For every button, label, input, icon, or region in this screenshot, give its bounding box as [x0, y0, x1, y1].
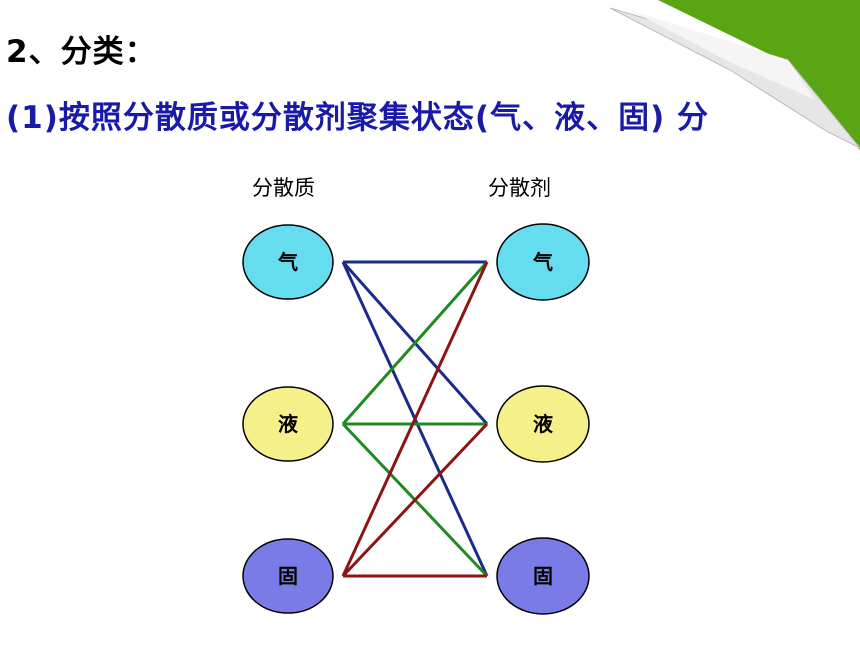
state-nodes: 气 气液 液固 固	[242, 223, 590, 615]
page-curl-shadow	[630, 10, 815, 100]
left-node-gas-ellipse	[242, 224, 334, 300]
right-node-liquid: 液	[496, 385, 590, 463]
page-curl-green	[658, 0, 860, 150]
connection-lines	[341, 260, 489, 578]
right-node-liquid-ellipse	[496, 385, 590, 463]
left-node-solid: 固	[242, 538, 334, 614]
right-node-gas-label: 气	[532, 250, 553, 274]
left-node-liquid-label: 液	[278, 412, 299, 436]
left-node-gas-label: 气	[277, 250, 298, 274]
page-curl-decoration	[610, 0, 860, 150]
right-node-gas-ellipse	[496, 223, 590, 301]
right-node-solid-label: 固	[533, 564, 553, 588]
connection-liquid-to-gas	[341, 261, 489, 425]
right-node-gas: 气	[496, 223, 590, 301]
right-node-liquid-label: 液	[533, 412, 554, 436]
left-node-liquid: 液	[242, 386, 334, 462]
dispersion-medium-label: 分散剂	[488, 176, 551, 200]
dispersed-phase-label: 分散质	[252, 176, 315, 200]
slide-title: 2、分类：	[6, 34, 157, 70]
right-node-solid: 固	[496, 537, 590, 615]
connection-solid-to-liquid	[341, 422, 489, 578]
left-node-gas: 气	[242, 224, 334, 300]
left-node-solid-ellipse	[242, 538, 334, 614]
connection-solid-to-gas	[341, 261, 489, 577]
slide-subtitle: (1)按照分散质或分散剂聚集状态(气、液、固) 分	[6, 100, 710, 136]
left-node-solid-label: 固	[278, 564, 298, 588]
left-node-liquid-ellipse	[242, 386, 334, 462]
right-node-solid-ellipse	[496, 537, 590, 615]
